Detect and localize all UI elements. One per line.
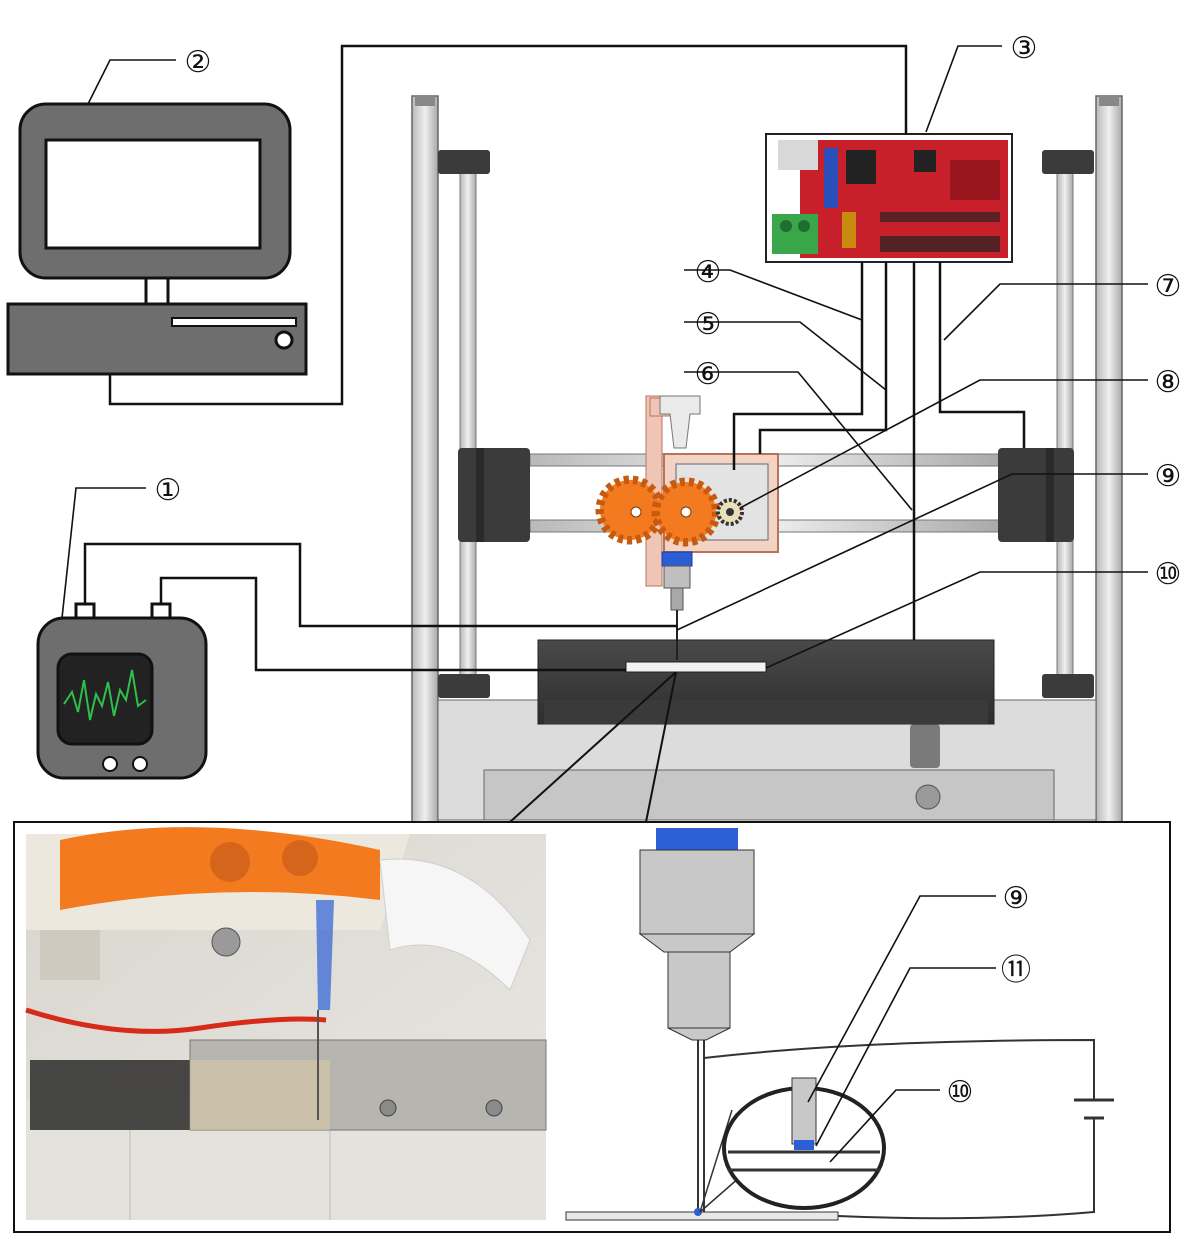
printer-frame [411, 95, 1123, 823]
callout-9: ⑨ [1155, 459, 1182, 494]
callout-10: ⑩ [1155, 557, 1182, 592]
callout-5: ⑤ [695, 307, 722, 342]
gear-small-motor-icon [716, 498, 744, 526]
control-board-icon [765, 133, 1013, 263]
callout-8: ⑧ [1155, 365, 1182, 400]
callouts: ① ② ③ ④ ⑤ ⑥ ⑦ ⑧ ⑨ ⑩ ⑨ ⑪ ⑩ [155, 31, 1182, 1110]
callout-3: ③ [1011, 31, 1038, 66]
callout-6: ⑥ [695, 357, 722, 392]
callout-10-inset: ⑩ [947, 1075, 974, 1110]
gear-large-icon [595, 475, 665, 545]
callout-4: ④ [695, 255, 722, 290]
battery-icon [1074, 1098, 1114, 1120]
callout-9-inset: ⑨ [1003, 881, 1030, 916]
oscilloscope-icon [36, 602, 208, 780]
callout-1: ① [155, 473, 182, 508]
callout-11-inset: ⑪ [1001, 953, 1031, 988]
wiring [83, 44, 1026, 672]
schematic-inset [565, 828, 1114, 1221]
callout-2: ② [185, 45, 212, 80]
callout-7: ⑦ [1155, 269, 1182, 304]
gear-second-icon [651, 477, 721, 547]
callout-leaders [61, 45, 1148, 1163]
computer-icon [6, 102, 308, 376]
photo-inset [25, 827, 547, 1220]
